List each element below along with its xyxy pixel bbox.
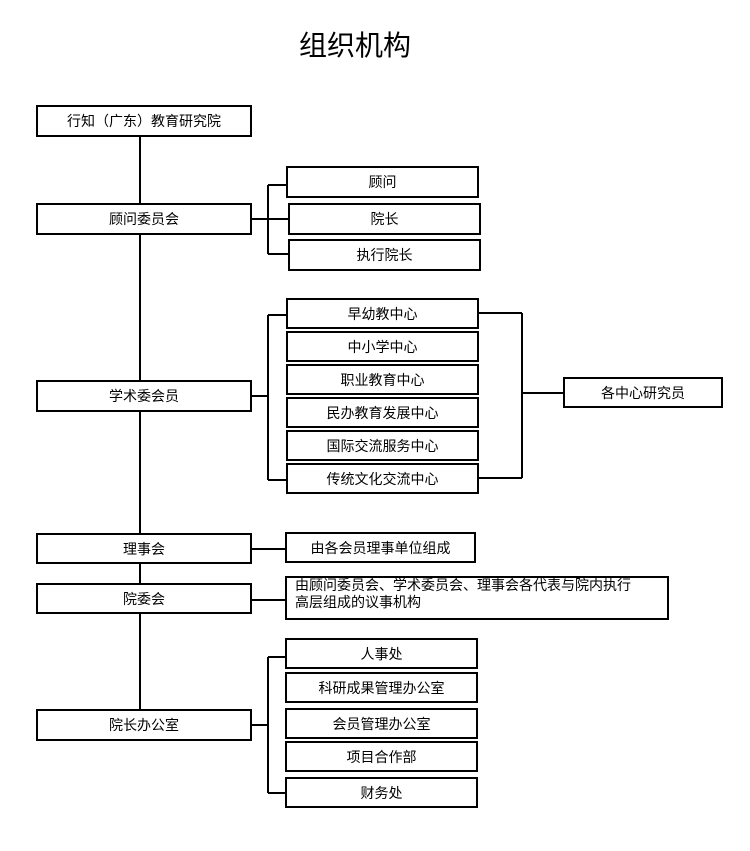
center-vocational: 职业教育中心	[286, 364, 479, 395]
center-traditional-culture: 传统文化交流中心	[286, 463, 479, 494]
dept-personnel: 人事处	[285, 638, 478, 669]
president-office-node: 院长办公室	[36, 709, 252, 741]
dept-member-management: 会员管理办公室	[285, 708, 478, 739]
council-note-line1: 由顾问委员会、学术委员会、理事会各代表与院内执行	[295, 578, 631, 594]
advisory-member-executive-president: 执行院长	[288, 239, 481, 271]
dept-finance: 财务处	[285, 777, 478, 808]
dept-research-results: 科研成果管理办公室	[285, 672, 478, 703]
center-early-education: 早幼教中心	[286, 298, 479, 329]
center-private-education: 民办教育发展中心	[286, 397, 479, 428]
root-node: 行知（广东）教育研究院	[36, 105, 252, 137]
center-k12: 中小学中心	[286, 331, 479, 362]
page-title: 组织机构	[298, 29, 411, 62]
academic-committee-node: 学术委会员	[36, 380, 252, 412]
center-researchers-node: 各中心研究员	[563, 377, 723, 408]
council-note-line2: 高层组成的议事机构	[295, 595, 421, 611]
council-note: 由顾问委员会、学术委员会、理事会各代表与院内执行 高层组成的议事机构	[285, 576, 669, 620]
dept-project-cooperation: 项目合作部	[285, 741, 478, 772]
board-note: 由各会员理事单位组成	[285, 532, 476, 563]
center-international-exchange: 国际交流服务中心	[286, 430, 479, 461]
advisory-member-president: 院长	[288, 203, 481, 235]
board-node: 理事会	[36, 533, 252, 564]
council-node: 院委会	[36, 583, 252, 614]
advisory-member-advisor: 顾问	[286, 166, 479, 198]
advisory-committee-node: 顾问委员会	[36, 203, 252, 235]
